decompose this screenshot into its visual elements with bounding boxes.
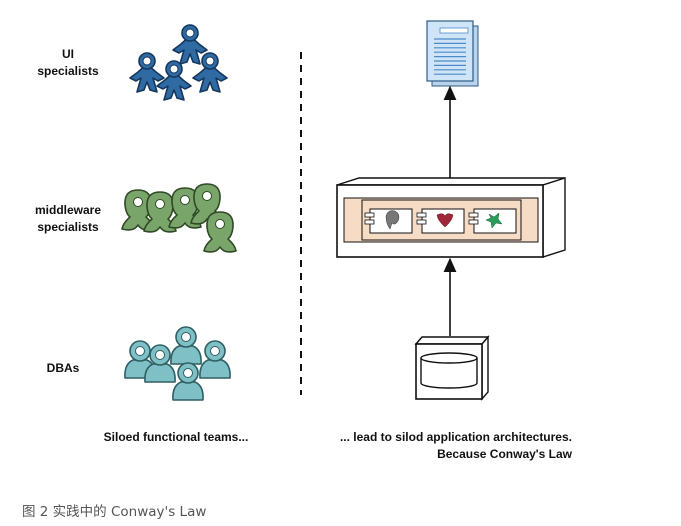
label-dbas: DBAs bbox=[47, 361, 80, 375]
team-member-icon bbox=[172, 362, 204, 401]
left-caption: Siloed functional teams... bbox=[104, 430, 249, 444]
right-caption-line-1: ... lead to silod application architectu… bbox=[340, 430, 572, 444]
application-server-box bbox=[336, 177, 566, 258]
team-member-icon bbox=[129, 52, 165, 93]
svg-text:middleware: middleware bbox=[35, 203, 101, 217]
middleware-specialists-team bbox=[121, 183, 237, 253]
team-member-icon bbox=[199, 340, 231, 379]
red-heart-icon bbox=[436, 213, 454, 228]
team-member-icon bbox=[143, 191, 177, 233]
database-icon bbox=[420, 352, 478, 389]
component-box-1 bbox=[364, 208, 413, 234]
svg-text:specialists: specialists bbox=[37, 220, 99, 234]
green-cross-icon bbox=[485, 212, 503, 229]
team-member-icon bbox=[172, 24, 208, 65]
component-box-3 bbox=[468, 208, 517, 234]
ui-specialists-team bbox=[129, 24, 228, 101]
team-member-icon bbox=[156, 60, 192, 101]
document-icon bbox=[426, 20, 479, 87]
label-ui-specialists: UI specialists bbox=[37, 47, 99, 78]
svg-text:specialists: specialists bbox=[37, 64, 99, 78]
right-caption-line-2: Because Conway's Law bbox=[437, 447, 573, 461]
team-member-icon bbox=[192, 52, 228, 93]
team-member-icon bbox=[144, 344, 176, 383]
label-middleware-specialists: middleware specialists bbox=[35, 203, 101, 234]
component-box-2 bbox=[416, 208, 465, 234]
figure-caption: 图 2 实践中的 Conway's Law bbox=[22, 504, 206, 520]
dba-team bbox=[124, 326, 231, 401]
database-server-box bbox=[414, 335, 490, 401]
team-member-icon bbox=[203, 211, 237, 253]
team-member-icon bbox=[170, 326, 202, 365]
svg-text:UI: UI bbox=[62, 47, 74, 61]
gray-blob-icon bbox=[385, 210, 400, 230]
svg-text:DBAs: DBAs bbox=[47, 361, 80, 375]
